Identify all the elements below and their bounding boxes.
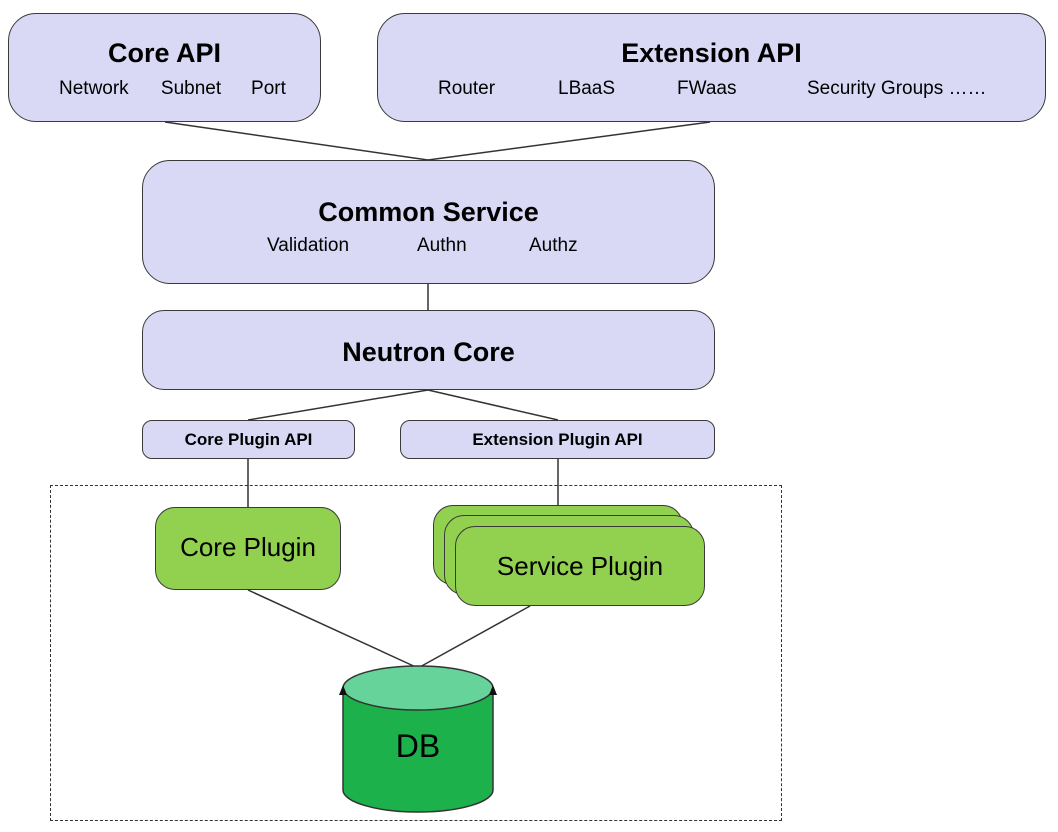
neutron-core-box: Neutron Core xyxy=(142,310,715,390)
extension-api-item-fwaas: FWaas xyxy=(677,78,737,99)
common-service-item-authn: Authn xyxy=(417,235,467,256)
extension-plugin-api-box: Extension Plugin API xyxy=(400,420,715,459)
neutron-core-title: Neutron Core xyxy=(342,337,515,367)
connector-service-plugin-to-db xyxy=(417,605,531,669)
common-service-item-validation: Validation xyxy=(267,235,350,256)
plugin-boundary-frame xyxy=(50,485,782,821)
core-api-item-port: Port xyxy=(251,78,286,99)
connector-extension-api-to-common-service xyxy=(427,121,711,161)
extension-api-item-lbaas: LBaaS xyxy=(558,78,616,99)
db-cylinder-body xyxy=(342,687,494,813)
connector-neutron-core-to-core-plugin-api xyxy=(247,389,429,421)
common-service-item-authz: Authz xyxy=(529,235,578,256)
common-service-items: Validation Authn Authz xyxy=(267,235,674,257)
service-plugin-label: Service Plugin xyxy=(496,551,664,581)
core-plugin-box: Core Plugin xyxy=(155,507,341,590)
extension-api-item-router: Router xyxy=(438,78,496,99)
core-plugin-api-label: Core Plugin API xyxy=(184,430,313,449)
core-api-items: Network Subnet Port xyxy=(59,78,300,100)
extension-api-box: Extension API Router LBaaS FWaas Securit… xyxy=(377,13,1046,122)
extension-api-title: Extension API xyxy=(621,38,802,68)
connector-core-api-to-common-service xyxy=(164,121,429,161)
db-arrow-left-icon xyxy=(339,685,347,695)
core-plugin-label: Core Plugin xyxy=(180,532,316,562)
core-plugin-api-box: Core Plugin API xyxy=(142,420,355,459)
db-cylinder xyxy=(339,665,497,813)
extension-api-item-security-groups: Security Groups …… xyxy=(807,78,987,99)
core-api-item-subnet: Subnet xyxy=(160,78,222,99)
service-plugin-box: Service Plugin xyxy=(455,526,705,606)
core-api-item-network: Network xyxy=(59,78,129,99)
common-service-box: Common Service Validation Authn Authz xyxy=(142,160,715,284)
db-arrow-right-icon xyxy=(489,685,497,695)
core-api-box: Core API Network Subnet Port xyxy=(8,13,321,122)
extension-plugin-api-label: Extension Plugin API xyxy=(472,430,643,449)
db-label: DB xyxy=(395,728,441,764)
connector-neutron-core-to-extension-plugin-api xyxy=(427,389,559,421)
core-api-title: Core API xyxy=(107,38,222,68)
connector-core-plugin-to-db xyxy=(247,589,419,669)
common-service-title: Common Service xyxy=(318,197,539,227)
extension-api-items: Router LBaaS FWaas Security Groups …… xyxy=(438,78,1035,100)
